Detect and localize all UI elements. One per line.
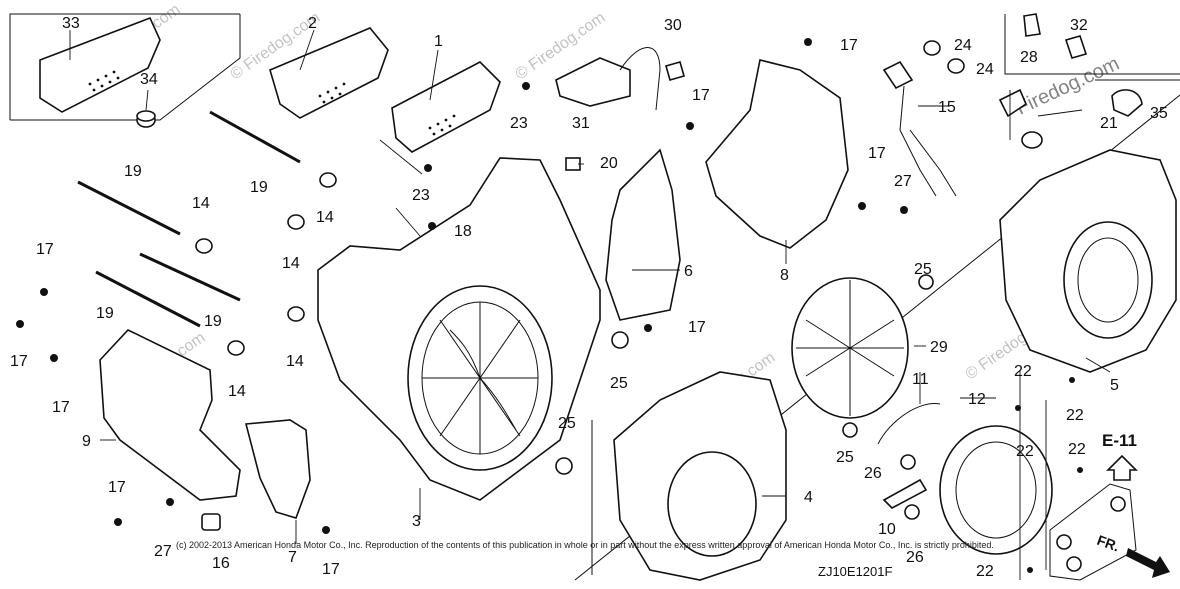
callout-22: 22 [1066,407,1084,424]
callout-14: 14 [286,353,304,370]
callout-10: 10 [878,521,896,538]
part-5-housing [999,149,1177,373]
callout-8: 8 [780,267,789,284]
callout-17: 17 [840,37,858,54]
part-34-grommet [136,110,156,128]
callout-20: 20 [600,155,618,172]
callout-17: 17 [688,319,706,336]
callout-31: 31 [572,115,590,132]
callout-14: 14 [282,255,300,272]
callout-5: 5 [1110,377,1119,394]
part-10-clip [882,478,928,509]
callout-3: 3 [412,513,421,530]
callout-17: 17 [322,561,340,578]
callout-17: 17 [108,479,126,496]
callout-25: 25 [610,375,628,392]
callout-33: 33 [62,15,80,32]
section-reference: E-11 [1102,431,1137,450]
callout-26: 26 [906,549,924,566]
copyright-notice: (c) 2002-2013 American Honda Motor Co., … [176,540,994,550]
part-32-clip [1064,35,1088,59]
part-28-clip [1023,13,1041,37]
callout-22: 22 [1068,441,1086,458]
callout-4: 4 [804,489,813,506]
part-35-clip [1111,89,1143,117]
part-20-clip [565,157,581,171]
part-3-fan-cover [317,157,601,501]
callout-11: 11 [912,371,929,388]
callout-32: 32 [1070,17,1088,34]
part-9-bracket [99,329,241,501]
callout-6: 6 [684,263,693,280]
callout-21: 21 [1100,115,1118,132]
callout-16: 16 [212,555,230,572]
callout-18: 18 [454,223,472,240]
part-6-plate [605,148,681,321]
callout-14: 14 [192,195,210,212]
callout-30: 30 [664,17,682,34]
nuts-24 [923,40,965,74]
callout-23: 23 [412,187,430,204]
callout-19: 19 [204,313,222,330]
callout-7: 7 [288,549,297,566]
callout-24: 24 [954,37,972,54]
callout-17: 17 [692,87,710,104]
callout-25: 25 [914,261,932,278]
callout-27: 27 [154,543,172,560]
diagram-code: ZJ10E1201F [818,564,892,579]
part-4-housing [613,371,787,581]
direction-label: FR. [1095,532,1122,555]
bolts-17-23-18-22-27 [16,38,1083,573]
callout-12: 12 [968,391,986,408]
callout-22: 22 [1016,443,1034,460]
part-16-grommet [201,513,221,531]
part-33-shield [39,16,161,113]
callout-17: 17 [36,241,54,258]
part-11-wire [877,403,941,445]
e11-detail [1049,454,1138,581]
callout-17: 17 [868,145,886,162]
callout-numbers: 33 34 2 1 19 19 19 19 14 14 14 14 14 17 … [10,15,1168,580]
callout-28: 28 [1020,49,1038,66]
stud-bolts-19 [77,110,301,328]
part-21-clamp [998,88,1043,149]
callout-1: 1 [434,33,443,50]
callout-2: 2 [308,15,317,32]
callout-17: 17 [10,353,28,370]
part-7-bracket [244,419,311,519]
callout-14: 14 [228,383,246,400]
part-29-fan [791,277,909,419]
part-30-clip [665,61,685,81]
callout-15: 15 [938,99,956,116]
callout-19: 19 [124,163,142,180]
callout-22: 22 [1014,363,1032,380]
part-2-shield [269,27,389,119]
callout-17: 17 [52,399,70,416]
callout-27: 27 [894,173,912,190]
callout-35: 35 [1150,105,1168,122]
callout-25: 25 [836,449,854,466]
callout-9: 9 [82,433,91,450]
callout-19: 19 [250,179,268,196]
callout-14: 14 [316,209,334,226]
callout-19: 19 [96,305,114,322]
part-15-harness [882,60,957,197]
callout-23: 23 [510,115,528,132]
nuts-14 [195,172,337,356]
part-8-shroud [705,59,849,249]
callout-24: 24 [976,61,994,78]
callout-26: 26 [864,465,882,482]
part-31-ignition-coil [555,47,661,111]
front-direction-arrow [1126,548,1170,578]
part-1-shield [391,61,501,153]
leader-lines [69,29,1111,580]
nuts-25-26 [555,274,934,520]
callout-34: 34 [140,71,158,88]
callout-29: 29 [930,339,948,356]
callout-25: 25 [558,415,576,432]
part-12-starter [939,425,1053,555]
callout-22: 22 [976,563,994,580]
